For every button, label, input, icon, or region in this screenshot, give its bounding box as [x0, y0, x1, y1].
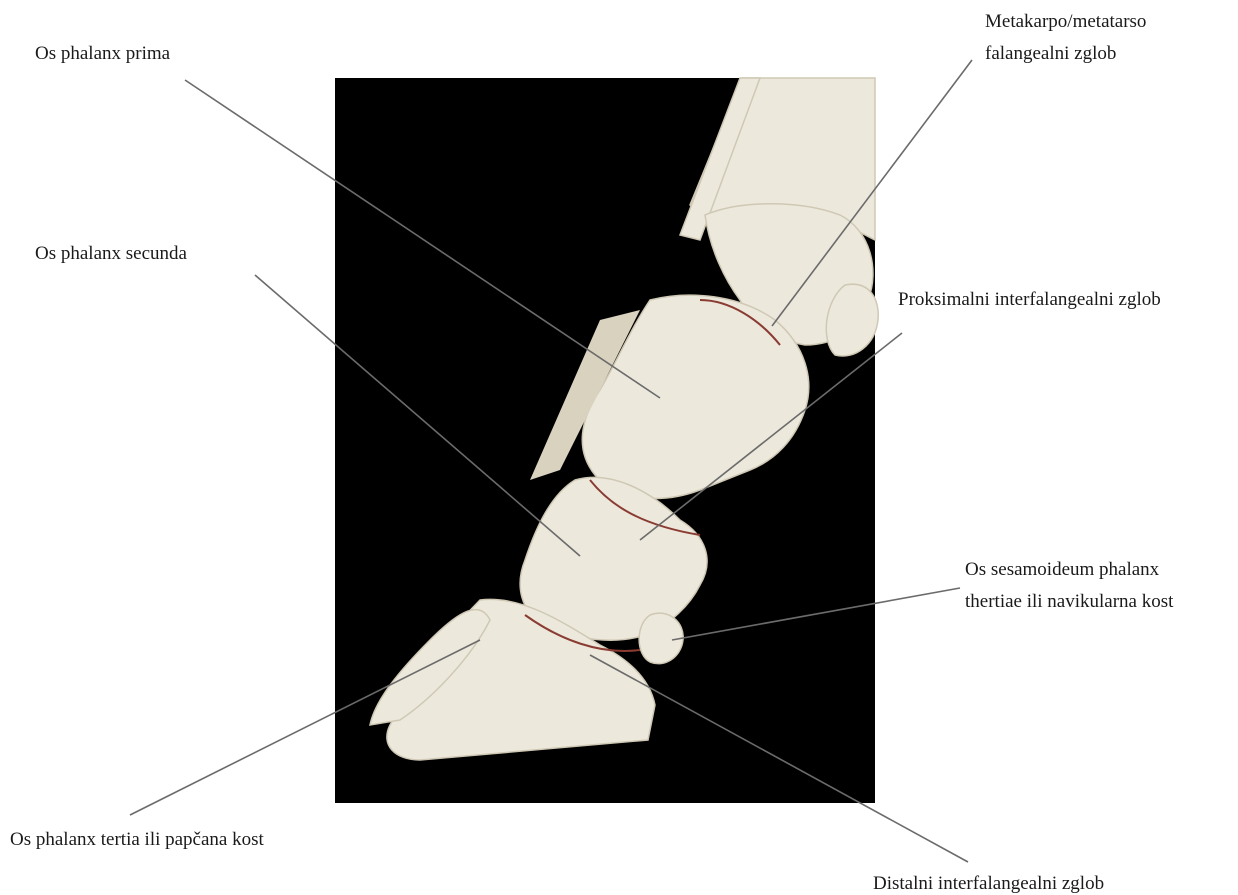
label-phalanx-prima: Os phalanx prima [35, 43, 171, 64]
label-sesamoid-line1: Os sesamoideum phalanx [965, 559, 1160, 580]
label-metacarpo-line2: falangealni zglob [985, 43, 1116, 64]
label-phalanx-secunda: Os phalanx secunda [35, 243, 188, 264]
label-phalanx-tertia: Os phalanx tertia ili papčana kost [10, 829, 265, 850]
label-distal-joint: Distalni interfalangealni zglob [873, 873, 1104, 894]
label-metacarpo-line1: Metakarpo/metatarso [985, 11, 1146, 32]
label-sesamoid-line2: thertiae ili navikularna kost [965, 591, 1174, 612]
label-proximal-joint: Proksimalni interfalangealni zglob [898, 289, 1161, 310]
